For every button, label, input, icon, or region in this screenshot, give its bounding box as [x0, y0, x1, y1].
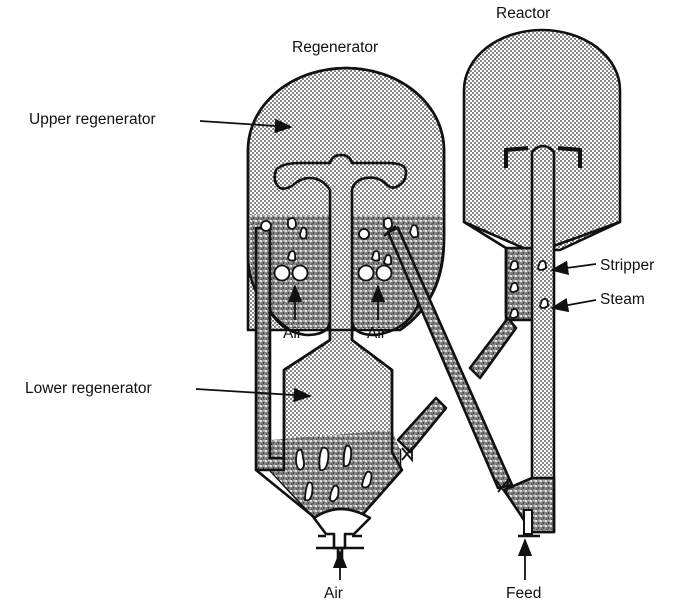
air-nozzle	[316, 534, 364, 560]
riser-termination-arms	[504, 146, 582, 168]
air-right-label: Air	[367, 325, 386, 342]
upper-regenerator-leader	[199, 118, 293, 134]
reactor-vessel	[462, 28, 622, 252]
steam-leader	[550, 298, 597, 313]
riser	[530, 144, 556, 534]
slide-valve-regen	[401, 445, 413, 463]
air-ring-left	[273, 264, 309, 282]
stripper-label: Stripper	[600, 257, 654, 274]
feed-nozzle	[523, 509, 533, 535]
air-left-label: Air	[283, 325, 302, 342]
stripper-leader	[550, 260, 597, 275]
air-ring-right	[357, 264, 393, 282]
lift-line-t-arm	[273, 153, 408, 337]
lower-bed-bubbles	[295, 444, 373, 503]
slide-valve-spent	[495, 476, 510, 497]
reactor	[462, 28, 622, 538]
upper-right-lobe	[350, 299, 422, 337]
upper-regenerator-outline	[246, 66, 446, 332]
annotations: Regenerator Reactor Upper regenerator Lo…	[25, 5, 654, 602]
regenerated-catalyst-line	[396, 396, 448, 454]
upper-regenerator-label: Upper regenerator	[29, 111, 156, 128]
feed-label: Feed	[506, 585, 541, 602]
bottom-air-grid	[312, 507, 372, 550]
air-bottom-label: Air	[324, 585, 343, 602]
spent-catalyst-standpipe	[386, 226, 514, 490]
stripper-bottom-leg	[468, 316, 518, 380]
lower-regenerator-leader	[195, 387, 312, 403]
regenerator	[246, 66, 446, 560]
spent-standpipe-cap	[383, 225, 397, 237]
reactor-label: Reactor	[496, 5, 550, 22]
lower-regenerator-dense-bed	[270, 430, 400, 518]
lower-regenerator-outline	[255, 338, 404, 524]
upper-bed-bubbles	[260, 217, 419, 266]
lower-regenerator-label: Lower regenerator	[25, 380, 152, 397]
regenerator-label: Regenerator	[292, 39, 378, 56]
stripper-bubbles	[509, 259, 549, 319]
steam-label: Steam	[600, 291, 645, 308]
